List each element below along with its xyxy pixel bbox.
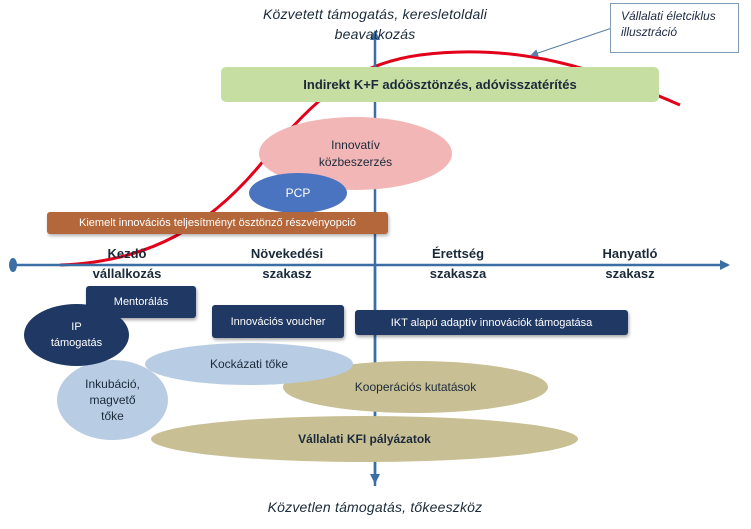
innovation-voucher-box: Innovációs voucher (212, 305, 344, 338)
incubation-line1: Inkubáció, (85, 377, 140, 391)
callout-line2: illusztráció (621, 25, 678, 39)
callout-leader (530, 27, 613, 57)
stage-maturity-line2: szakasza (429, 266, 487, 281)
corporate-rdi-tenders-ellipse: Vállalati KFI pályázatok (151, 416, 578, 462)
venture-capital-ellipse: Kockázati tőke (145, 343, 353, 385)
ip-support-ellipse: IP támogatás (24, 304, 129, 366)
pcp-ellipse: PCP (249, 173, 347, 213)
stock-option-bar: Kiemelt innovációs teljesítményt ösztönz… (47, 212, 388, 234)
stage-growth-line1: Növekedési (250, 246, 324, 261)
mentoring-box: Mentorálás (86, 286, 196, 318)
stage-maturity-line1: Érettség (431, 246, 485, 261)
stage-startup-line2: vállalkozás (92, 266, 162, 281)
stage-decline: Hanyatló szakasz (570, 244, 690, 284)
stage-growth: Növekedési szakasz (227, 244, 347, 284)
top-axis-title-line1: Közvetett támogatás, keresletoldali (262, 6, 488, 22)
innovative-procurement-line2: közbeszerzés (318, 154, 393, 169)
horizontal-axis-origin (9, 258, 17, 272)
stage-decline-line1: Hanyatló (602, 246, 658, 261)
stage-maturity: Érettség szakasza (398, 244, 518, 284)
incubation-line3: tőke (101, 409, 124, 423)
innovative-procurement-ellipse: Innovatív közbeszerzés (259, 117, 452, 190)
ip-support-line2: támogatás (50, 337, 103, 349)
incubation-seed-ellipse: Inkubáció, magvető tőke (57, 360, 168, 440)
innovative-procurement-line1: Innovatív (331, 137, 380, 152)
incubation-line2: magvető (89, 393, 136, 407)
ip-support-line1: IP (71, 321, 82, 333)
top-axis-title-line2: beavatkozás (334, 26, 416, 42)
stage-decline-line2: szakasz (605, 266, 655, 281)
bottom-axis-title: Közvetlen támogatás, tőkeeszköz (267, 499, 483, 515)
stage-growth-line2: szakasz (262, 266, 312, 281)
lifecycle-callout: Vállalati életciklus illusztráció (610, 3, 739, 53)
stage-startup-line1: Kezdő (107, 246, 147, 261)
indirect-rd-tax-box: Indirekt K+F adóösztönzés, adóvisszatérí… (221, 67, 659, 102)
ict-adaptive-innovation-box: IKT alapú adaptív innovációk támogatása (355, 310, 628, 335)
callout-line1: Vállalati életciklus (621, 9, 716, 23)
stage-startup: Kezdő vállalkozás (62, 244, 192, 284)
